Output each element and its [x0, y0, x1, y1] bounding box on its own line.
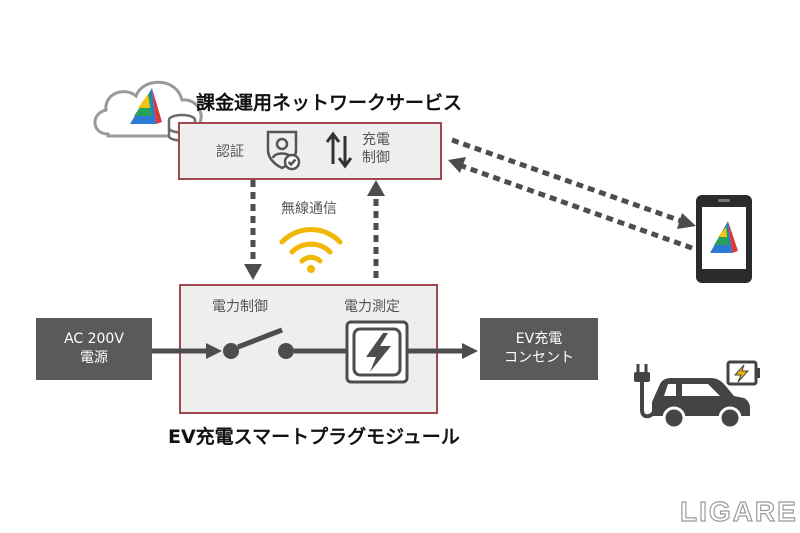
outlet-line2: コンセント [504, 350, 574, 366]
phone-link-arrow-to-service [448, 157, 693, 251]
network-service-box [178, 122, 442, 180]
ac-source-line2: 電源 [80, 350, 108, 366]
uplink-arrow [367, 180, 385, 278]
outlet-line1: EV充電 [515, 331, 563, 347]
downlink-arrow [244, 180, 262, 280]
ac-power-source-box: AC 200V 電源 [36, 318, 152, 380]
smartphone-icon [696, 195, 752, 283]
wireless-label: 無線通信 [281, 201, 337, 217]
wifi-icon [279, 227, 343, 273]
up-down-arrows-icon [325, 131, 353, 169]
wecharge-logo-icon [130, 88, 162, 124]
power-measure-label: 電力測定 [344, 299, 400, 315]
switch-icon [223, 327, 294, 359]
wecharge-app-logo-icon [710, 221, 738, 253]
phone-link-arrow-to-phone [451, 137, 696, 229]
shield-check-icon [266, 130, 301, 171]
watermark: LIGARE [679, 495, 798, 527]
battery-charging-icon [726, 360, 760, 386]
module-title: EV充電スマートプラグモジュール [168, 426, 460, 448]
power-meter-icon [345, 320, 409, 384]
charge-control-label: 充電 制御 [362, 132, 390, 166]
service-title: 課金運用ネットワークサービス [196, 92, 463, 114]
power-control-label: 電力制御 [212, 299, 268, 315]
ac-source-line1: AC 200V [64, 331, 124, 347]
ev-outlet-box: EV充電 コンセント [480, 318, 598, 380]
auth-label: 認証 [216, 144, 244, 160]
electric-car-icon [634, 360, 760, 430]
